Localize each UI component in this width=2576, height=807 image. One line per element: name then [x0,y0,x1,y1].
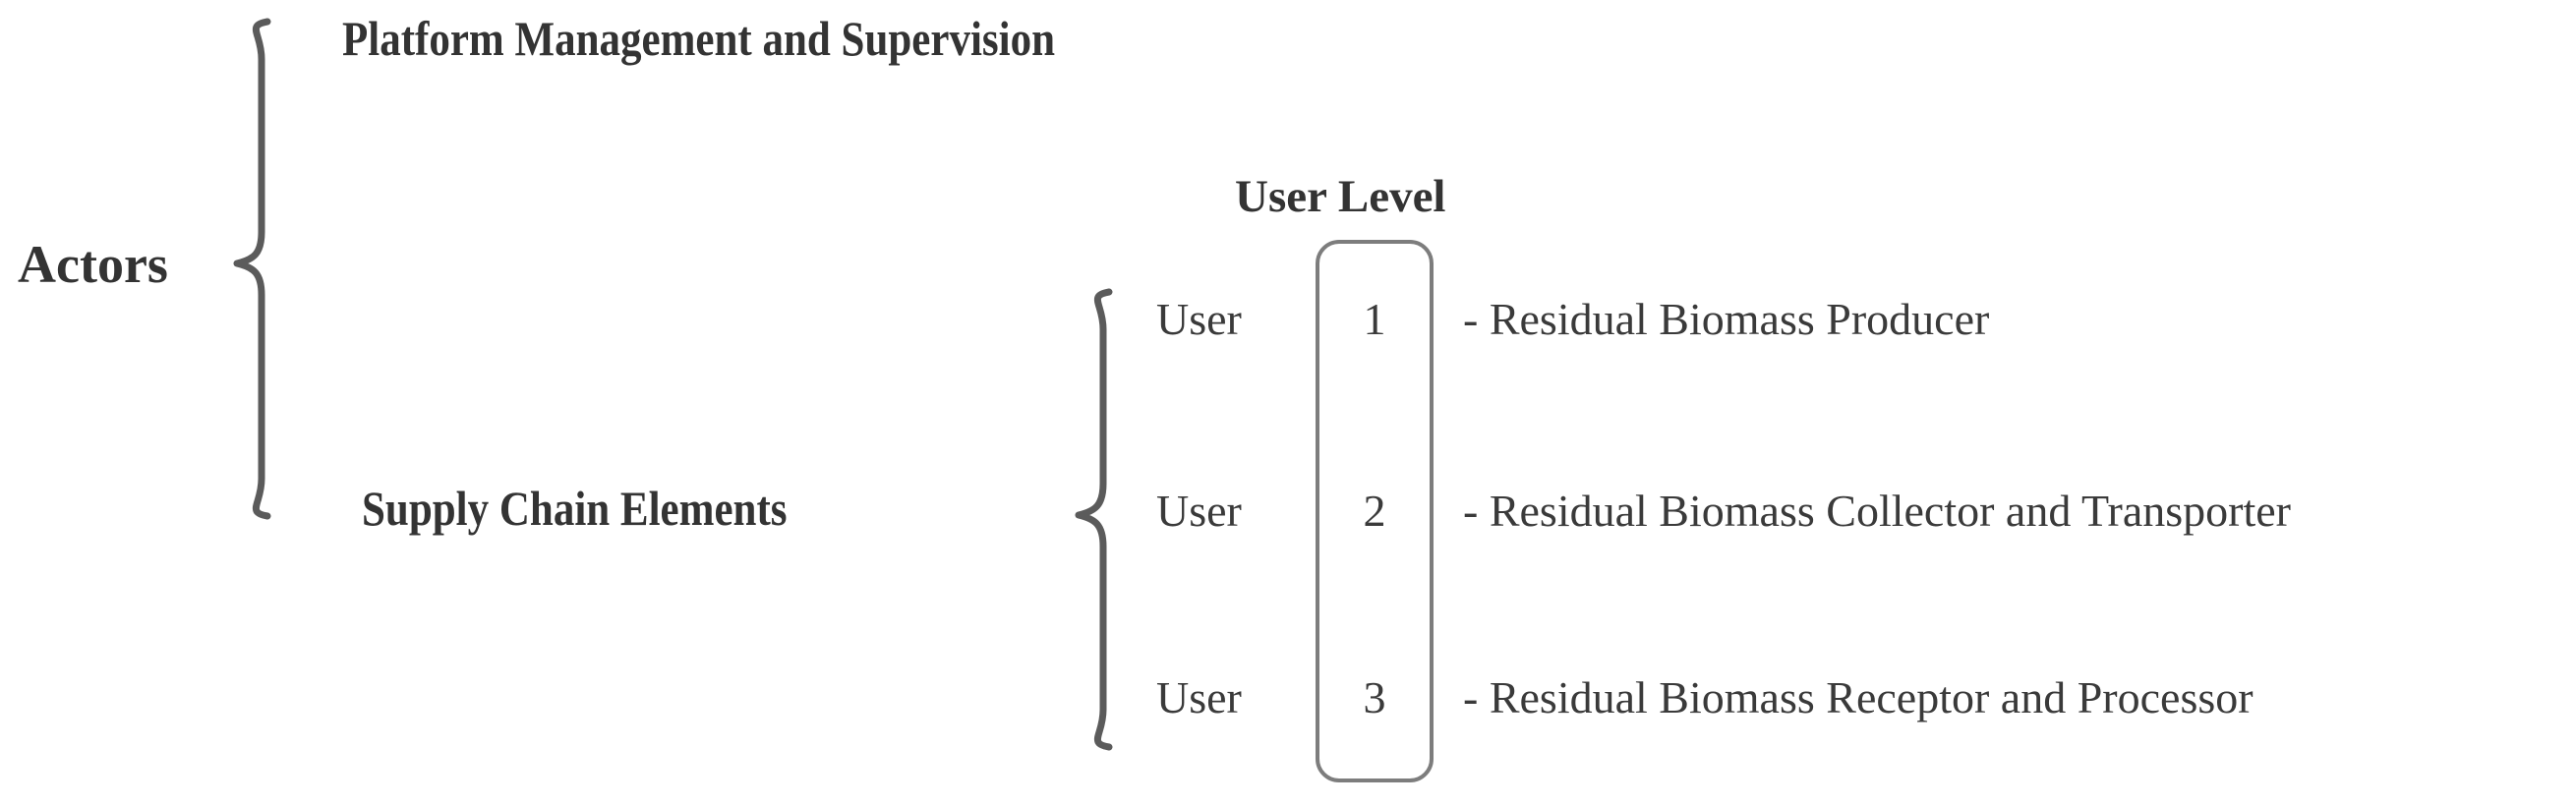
row-user-word: User [1156,672,1242,722]
supply-chain-brace-icon [1075,288,1113,751]
row-user-word: User [1156,486,1242,536]
row-user-level-value: 1 [1363,294,1386,344]
actors-label: Actors [18,235,168,294]
branch-label-supply-chain-elements: Supply Chain Elements [362,481,788,536]
row-user-description: - Residual Biomass Producer [1463,294,1990,344]
user-level-column-header: User Level [1235,171,1446,222]
row-user-level-value: 3 [1363,672,1386,722]
row-user-level-value: 2 [1363,486,1386,536]
row-user-description: - Residual Biomass Receptor and Processo… [1463,672,2254,722]
row-user-description: - Residual Biomass Collector and Transpo… [1463,486,2291,536]
actors-brace-icon [233,18,271,520]
branch-label-platform-management: Platform Management and Supervision [342,11,1056,66]
row-user-word: User [1156,294,1242,344]
